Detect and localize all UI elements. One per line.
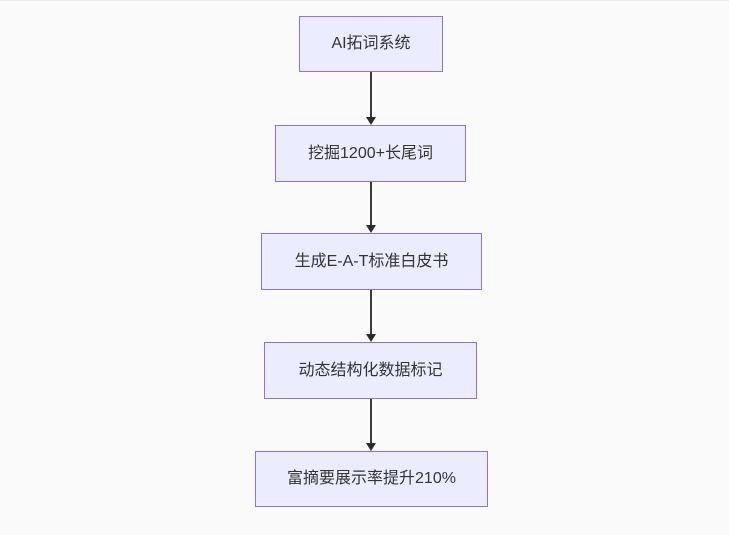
flowchart-node-step-4: 动态结构化数据标记: [264, 342, 477, 399]
flowchart-node-step-2: 挖掘1200+长尾词: [275, 125, 466, 182]
flowchart-edge-1: [366, 72, 376, 125]
flowchart-node-step-1: AI拓词系统: [299, 16, 443, 72]
node-label: 动态结构化数据标记: [298, 361, 443, 379]
flowchart-edge-4: [366, 399, 376, 451]
arrow-line: [370, 72, 372, 117]
node-label: 生成E-A-T标准白皮书: [294, 252, 449, 270]
node-label: AI拓词系统: [331, 35, 411, 52]
node-label: 富摘要展示率提升210%: [287, 470, 456, 487]
arrow-down-icon: [366, 334, 376, 342]
arrow-line: [370, 182, 372, 225]
flowchart-edge-3: [366, 290, 376, 342]
arrow-down-icon: [366, 117, 376, 125]
flowchart-node-step-3: 生成E-A-T标准白皮书: [261, 233, 482, 290]
flowchart-edge-2: [366, 182, 376, 233]
arrow-down-icon: [366, 225, 376, 233]
flowchart-node-step-5: 富摘要展示率提升210%: [255, 451, 488, 507]
arrow-line: [370, 399, 372, 443]
node-label: 挖掘1200+长尾词: [308, 144, 433, 162]
arrow-down-icon: [366, 443, 376, 451]
arrow-line: [370, 290, 372, 334]
